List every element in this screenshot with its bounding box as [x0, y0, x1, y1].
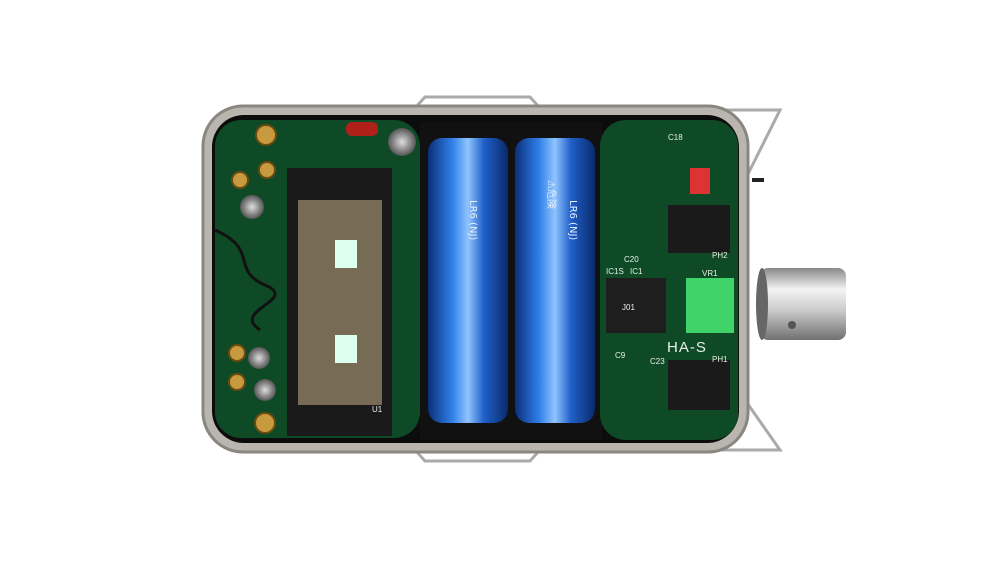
- silk-ic1s: IC1S: [606, 267, 624, 276]
- board-label: HA-S: [667, 339, 707, 356]
- battery-1: LR6 (NJ): [428, 138, 508, 423]
- silk-ic1: IC1: [630, 267, 643, 276]
- wires: [214, 228, 277, 332]
- battery-2-label: LR6 (NJ): [567, 200, 578, 240]
- battery-2-warning: ⚠危険: [545, 180, 557, 209]
- silk-ph2: PH2: [712, 251, 728, 260]
- chip-marking: J01: [622, 303, 635, 312]
- silk-c20: C20: [624, 255, 639, 264]
- capacitor-red: [346, 122, 378, 136]
- headphone-jack-ph1: [668, 360, 730, 410]
- silk-vr1: VR1: [702, 269, 718, 278]
- silk-c9: C9: [615, 351, 626, 360]
- silk-c18: C18: [668, 133, 683, 142]
- headphone-jack-ph2: [668, 205, 730, 253]
- silk-ph1: PH1: [712, 355, 728, 364]
- volume-pot: [686, 278, 734, 333]
- ic1-chip: [606, 278, 666, 333]
- battery-1-label: LR6 (NJ): [467, 200, 478, 240]
- silk-u1: U1: [372, 405, 383, 414]
- battery-2: LR6 (NJ) ⚠危険: [515, 138, 595, 423]
- silk-c23: C23: [650, 357, 665, 366]
- power-switch: [752, 178, 764, 182]
- volume-knob: [760, 268, 846, 340]
